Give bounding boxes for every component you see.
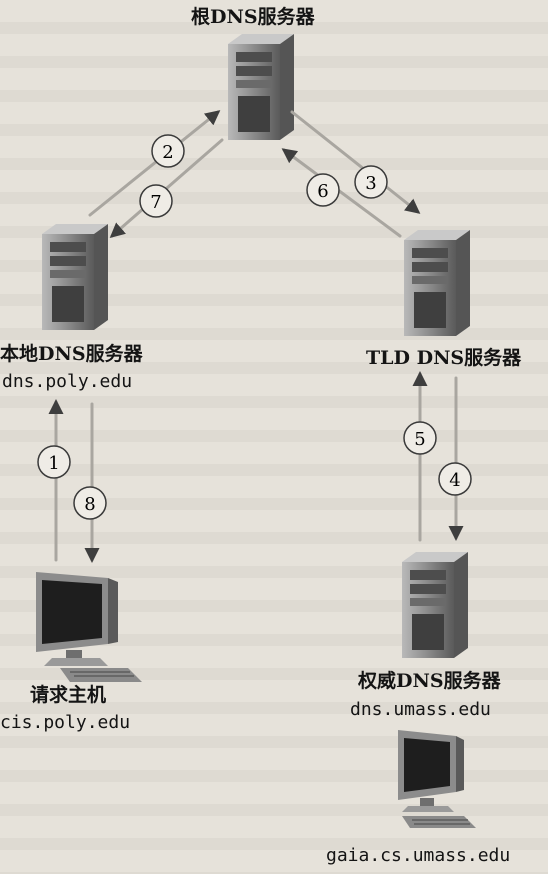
step-number-7: 7	[150, 192, 161, 213]
step-circle-7: 7	[139, 184, 173, 218]
requesting-host-computer-icon	[36, 572, 142, 682]
requesting-host-label: 请求主机	[30, 684, 107, 706]
root-dns-server-icon	[228, 34, 294, 140]
step-circle-5: 5	[403, 421, 437, 455]
step-number-1: 1	[48, 453, 59, 474]
authoritative-dns-host: dns.umass.edu	[350, 699, 491, 720]
local-dns-label: 本地DNS服务器	[0, 343, 143, 365]
tld-dns-server-icon	[404, 230, 470, 336]
step-circle-4: 4	[438, 462, 472, 496]
step-circle-3: 3	[354, 165, 388, 199]
step-circle-1: 1	[37, 445, 71, 479]
step-number-3: 3	[365, 173, 376, 194]
local-dns-server-icon	[42, 224, 108, 330]
step-number-5: 5	[414, 429, 425, 450]
arrows	[48, 110, 464, 563]
step-circle-8: 8	[73, 486, 107, 520]
tld-dns-label: TLD DNS服务器	[366, 347, 522, 369]
root-dns-label: 根DNS服务器	[191, 6, 315, 28]
arrow-step-6	[281, 148, 402, 238]
step-number-8: 8	[84, 494, 95, 515]
step-circle-6: 6	[306, 173, 340, 207]
step-number-4: 4	[449, 470, 460, 491]
arrow-step-7	[109, 138, 224, 238]
authoritative-dns-label: 权威DNS服务器	[358, 670, 501, 692]
arrow-step-3	[290, 110, 421, 214]
step-number-2: 2	[162, 142, 173, 163]
destination-host-computer-icon	[398, 730, 476, 828]
arrow-step-2	[88, 110, 221, 217]
local-dns-host: dns.poly.edu	[2, 371, 133, 392]
requesting-host-name: cis.poly.edu	[0, 712, 131, 733]
destination-host-name: gaia.cs.umass.edu	[326, 845, 511, 866]
step-number-6: 6	[317, 181, 328, 202]
authoritative-dns-server-icon	[402, 552, 468, 658]
step-circles: 2 7 6 3 1 8 5 4	[37, 134, 472, 520]
step-circle-2: 2	[151, 134, 185, 168]
